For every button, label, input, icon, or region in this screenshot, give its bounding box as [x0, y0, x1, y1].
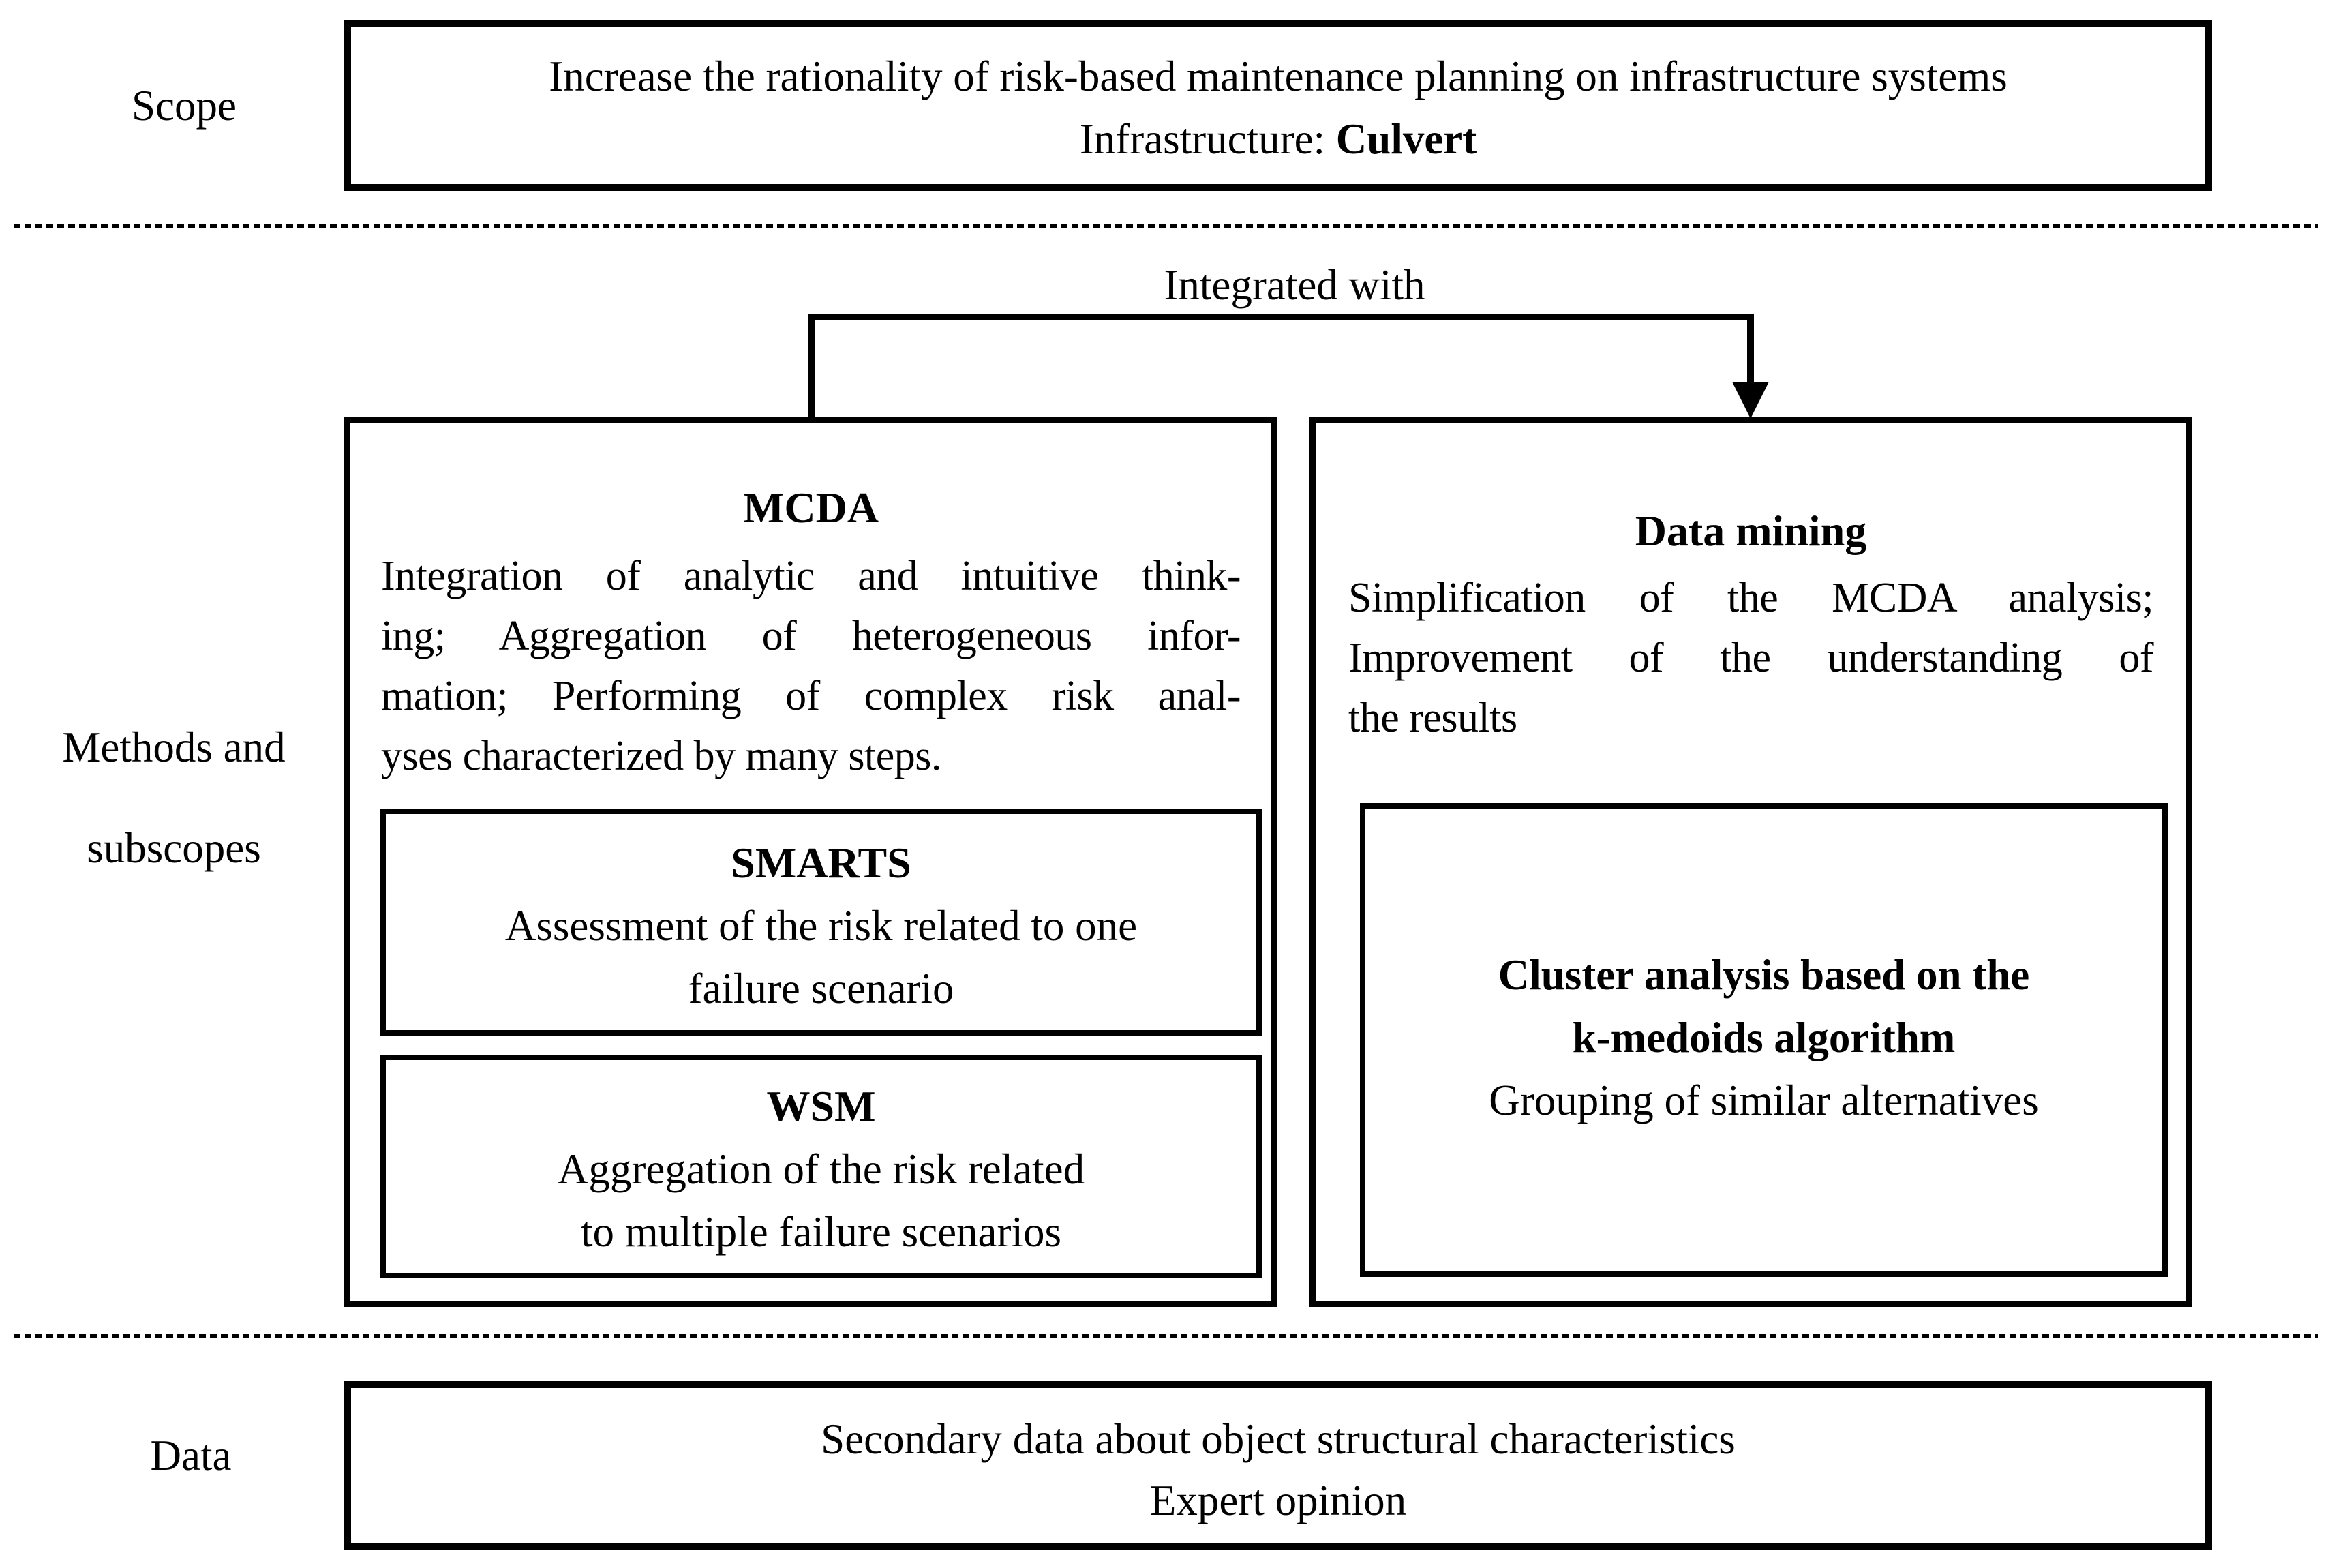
data-mining-description-line: Improvement of the understanding of: [1348, 635, 2154, 681]
mcda-description-line: Integration of analytic and intuitive th…: [381, 553, 1241, 599]
scope-box-line2: Infrastructure: Culvert: [351, 108, 2205, 170]
cluster-subtitle: Grouping of similar alternatives: [1489, 1076, 2039, 1124]
cluster-analysis-box: Cluster analysis based on the k-medoids …: [1360, 803, 2168, 1277]
wsm-box: WSM Aggregation of the risk related to m…: [380, 1055, 1262, 1278]
connector-horizontal-line: [808, 314, 1754, 320]
infrastructure-prefix: Infrastructure:: [1079, 115, 1336, 163]
smarts-title: SMARTS: [731, 839, 911, 887]
scope-row-label: Scope: [132, 82, 237, 130]
smarts-box: SMARTS Assessment of the risk related to…: [380, 809, 1262, 1036]
mcda-description: Integration of analytic and intuitive th…: [350, 546, 1271, 786]
data-box-line2: Expert opinion: [1149, 1477, 1407, 1524]
mcda-description-line: ing; Aggregation of heterogeneous infor-: [381, 613, 1241, 659]
data-box-line1: Secondary data about object structural c…: [821, 1415, 1736, 1463]
wsm-line1: Aggregation of the risk related: [557, 1145, 1085, 1193]
data-mining-description: Simplification of the MCDA analysis; Imp…: [1316, 568, 2186, 748]
smarts-line1: Assessment of the risk related to one: [504, 902, 1138, 950]
down-arrowhead-icon: [1732, 382, 1769, 419]
wsm-line2: to multiple failure scenarios: [580, 1208, 1062, 1256]
mcda-description-line: mation; Performing of complex risk anal-: [381, 673, 1241, 719]
data-mining-title: Data mining: [1635, 507, 1867, 555]
cluster-title-line2: k-medoids algorithm: [1572, 1014, 1956, 1061]
methods-row-label-line1: Methods and: [62, 723, 286, 771]
smarts-line2: failure scenario: [688, 965, 954, 1012]
methods-row-label: Methods and subscopes: [20, 697, 327, 899]
scope-box-line1: Increase the rationality of risk-based m…: [549, 52, 2008, 100]
mcda-title: MCDA: [742, 483, 879, 532]
integrated-with-label: Integrated with: [1164, 261, 1425, 309]
dashed-separator-top: [14, 224, 2318, 228]
cluster-title-line1: Cluster analysis based on the: [1498, 951, 2030, 999]
data-box: Secondary data about object structural c…: [344, 1381, 2212, 1550]
wsm-title: WSM: [766, 1082, 876, 1130]
connector-left-vertical-line: [808, 314, 815, 417]
data-mining-description-line: the results: [1348, 695, 1517, 741]
mcda-description-line: yses characterized by many steps.: [381, 733, 941, 779]
connector-right-vertical-line: [1747, 314, 1754, 387]
scope-box: Increase the rationality of risk-based m…: [344, 20, 2212, 191]
infrastructure-value: Culvert: [1335, 115, 1477, 163]
data-row-label: Data: [150, 1432, 232, 1479]
dashed-separator-bottom: [14, 1334, 2318, 1338]
data-mining-description-line: Simplification of the MCDA analysis;: [1348, 575, 2154, 621]
methods-row-label-line2: subscopes: [87, 824, 261, 872]
